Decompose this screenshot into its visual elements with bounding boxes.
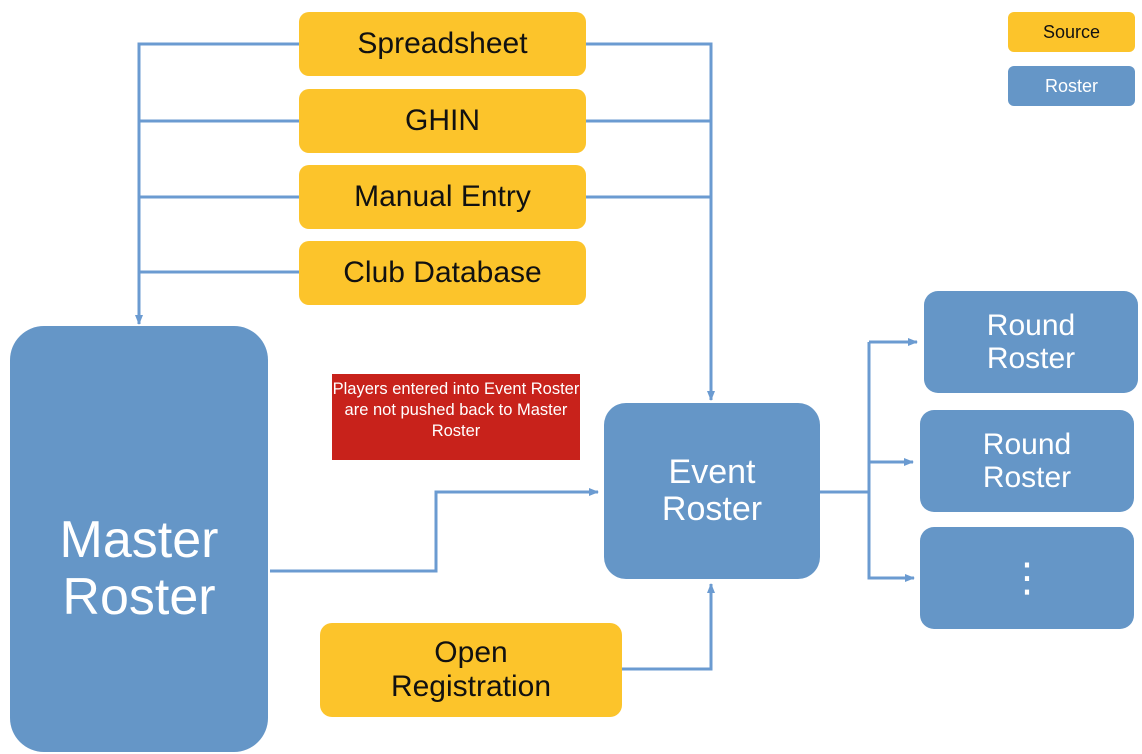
bus-to-master — [135, 42, 300, 325]
registration-to-event — [622, 583, 715, 671]
source-club-database: Club Database — [299, 241, 586, 305]
source-spreadsheet-label: Spreadsheet — [357, 27, 528, 60]
source-open-registration: Open Registration — [320, 623, 622, 717]
legend-roster: Roster — [1008, 66, 1135, 106]
legend-source: Source — [1008, 12, 1135, 52]
master-roster-label: Master Roster — [59, 510, 219, 626]
source-manual-entry: Manual Entry — [299, 165, 586, 229]
legend-roster-label: Roster — [1044, 75, 1098, 96]
warning-note: Players entered into Event Roster are no… — [332, 374, 580, 460]
source-ghin: GHIN — [299, 89, 586, 153]
round-roster-1-label: Round Roster — [986, 309, 1076, 375]
source-ghin-label: GHIN — [405, 104, 480, 137]
warning-note-text: Players entered into Event Roster are no… — [332, 380, 580, 440]
more-rosters-ellipsis: ⋮ — [1007, 556, 1047, 600]
event-to-more — [867, 492, 915, 582]
event-roster-label: Event Roster — [661, 452, 763, 528]
source-open-registration-label: Open Registration — [390, 636, 552, 703]
source-manual-entry-label: Manual Entry — [354, 180, 531, 213]
legend-source-label: Source — [1042, 21, 1101, 42]
round-roster-1: Round Roster — [924, 291, 1138, 393]
round-roster-2: Round Roster — [920, 410, 1134, 512]
source-club-database-label: Club Database — [343, 256, 542, 289]
event-roster: Event Roster — [604, 403, 820, 579]
event-to-rounds-bus — [820, 342, 871, 494]
round-roster-more: ⋮ — [920, 527, 1134, 629]
master-to-event — [270, 488, 599, 573]
master-roster: Master Roster — [10, 326, 268, 752]
round-roster-2-label: Round Roster — [982, 428, 1072, 494]
source-spreadsheet: Spreadsheet — [299, 12, 586, 76]
bus-to-event — [586, 42, 715, 401]
